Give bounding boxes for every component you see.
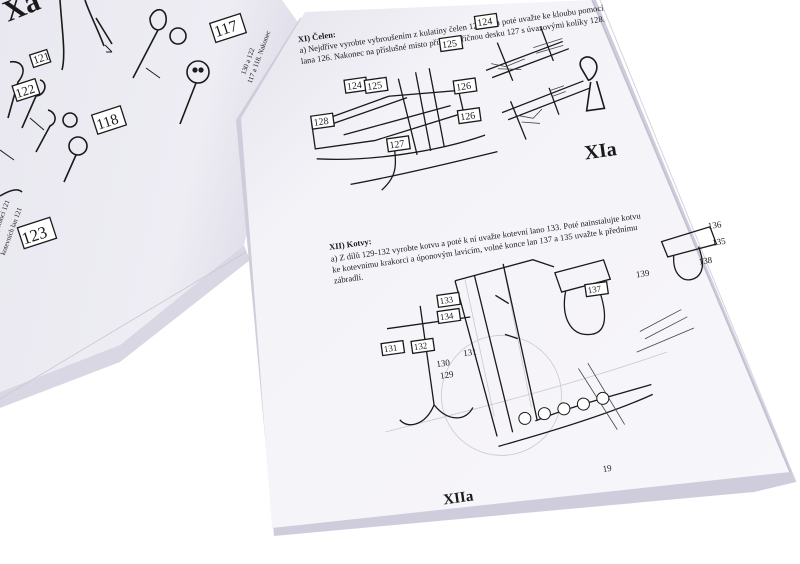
left-callout-box: [11, 77, 41, 103]
left-page: Xa 117 121 122 118: [0, 0, 300, 408]
callout-label: 134: [439, 310, 454, 322]
left-callout-label: 122: [13, 81, 36, 101]
callout-label: 125: [441, 38, 457, 51]
callout-label: 124: [346, 80, 362, 93]
page-number: 19: [602, 463, 613, 474]
callout-box: [410, 337, 436, 355]
left-callout-box: [90, 105, 128, 135]
right-page: XI) Čelen: a) Nejdříve vyrobte vybroušen…: [236, 0, 797, 536]
callout-label: 126: [460, 110, 476, 123]
callout-box: [363, 76, 389, 95]
callout-box: [385, 135, 411, 153]
left-callout-label: 118: [95, 112, 121, 134]
callout-label: 136: [707, 219, 722, 231]
figure-xiia-label: XIIa: [442, 488, 474, 508]
callout-label: 128: [313, 116, 329, 129]
callout-label: 137: [587, 284, 602, 296]
figure-xiia: 133 134 131 132 130 129 131 137 139 136 …: [380, 219, 727, 508]
figure-xia-label: XIa: [583, 138, 618, 164]
left-callout-box: [28, 48, 52, 69]
left-callout-box: [208, 12, 248, 44]
left-callout-label: 121: [32, 50, 51, 67]
callout-label: 138: [698, 255, 713, 267]
figure-xiia-callouts: 133 134 131 132 130 129 131 137 139 136 …: [380, 219, 727, 381]
callout-label: 124: [477, 16, 493, 29]
figure-xia-callouts: 124 125 124 125 128 126 126 127: [309, 12, 499, 153]
callout-box: [380, 339, 406, 357]
callout-label: 139: [635, 268, 650, 280]
callout-label: 131: [383, 343, 398, 355]
left-callout-box: [16, 216, 58, 250]
callout-box: [436, 307, 462, 325]
callout-label: 130: [436, 357, 451, 369]
callout-box: [452, 77, 478, 95]
callout-box: [473, 12, 499, 31]
figure-xia: 124 125 124 125 128 126 126 127 XIa: [309, 12, 618, 191]
callout-label: 131: [463, 347, 478, 359]
callout-label: 135: [712, 236, 727, 248]
callout-box: [436, 291, 462, 309]
callout-box: [584, 280, 610, 298]
callout-label: 127: [389, 139, 405, 152]
callout-label: 126: [455, 81, 471, 94]
callout-label: 133: [439, 294, 454, 306]
callout-box: [456, 106, 482, 125]
callout-label: 132: [413, 340, 428, 352]
left-callout-label: 117: [212, 17, 240, 40]
callout-box: [438, 34, 464, 53]
section-xii-text-line: zábradlí.: [333, 272, 364, 286]
callout-label: 125: [367, 80, 383, 93]
callout-label: 129: [439, 369, 454, 381]
callout-box: [309, 112, 336, 130]
